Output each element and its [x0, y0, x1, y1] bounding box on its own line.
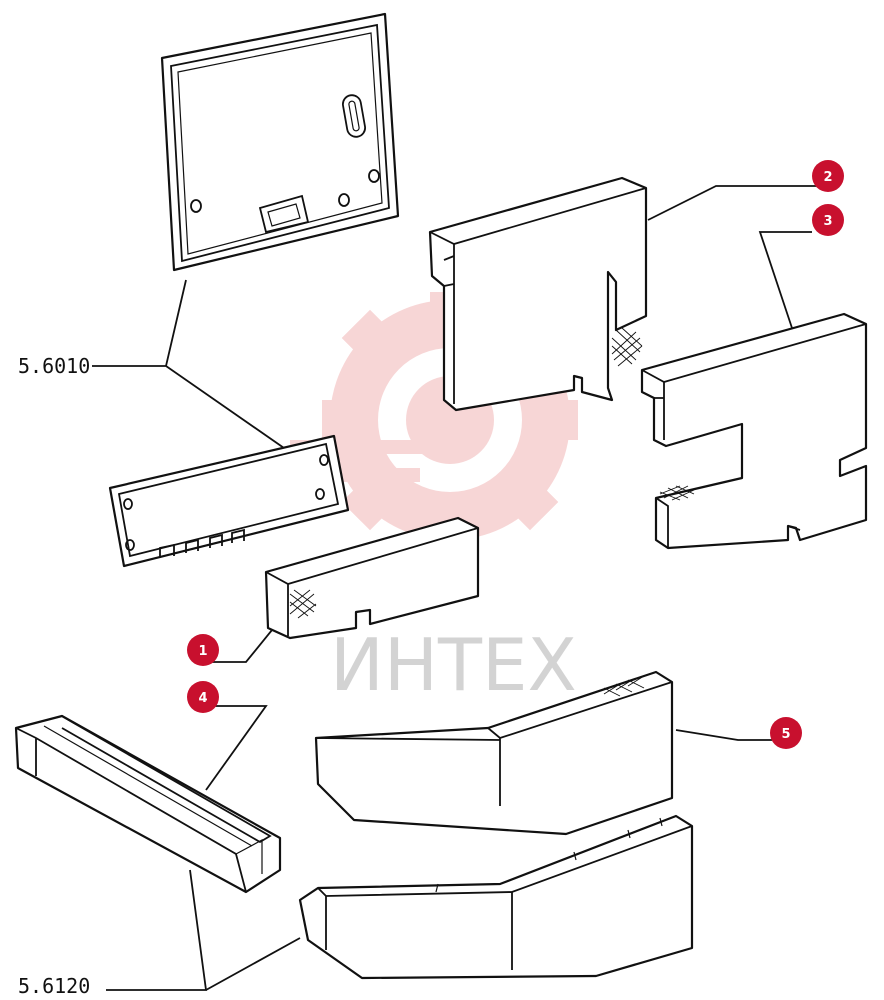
- callout-badge-4: 4: [187, 681, 219, 713]
- refractory-block-3: [640, 312, 868, 550]
- svg-text:1: 1: [198, 644, 207, 659]
- callout-badge-1: 1: [187, 634, 219, 666]
- block-1-hatching: [289, 589, 317, 619]
- refractory-block-2: [428, 176, 648, 412]
- svg-text:4: 4: [198, 691, 207, 706]
- refractory-block-1: [264, 516, 480, 640]
- deflector-plate-5: [314, 670, 674, 836]
- callout-badge-3: 3: [812, 204, 844, 236]
- svg-text:3: 3: [823, 214, 832, 229]
- block-3-hatching: [659, 485, 695, 501]
- watermark-text: ИНТЕХ: [330, 623, 577, 707]
- lower-baffle: [298, 814, 694, 980]
- front-rail-frame: [108, 434, 350, 568]
- leader-lines: [92, 185, 818, 991]
- svg-text:5: 5: [781, 727, 790, 742]
- plate-5-hatching: [603, 675, 645, 697]
- label-group-lower: 5.6120: [18, 974, 90, 998]
- label-group-upper: 5.6010: [18, 354, 90, 378]
- channel-beam-4: [14, 714, 282, 894]
- callout-badge-5: 5: [770, 717, 802, 749]
- back-panel-frame: [160, 12, 400, 272]
- callout-badge-2: 2: [812, 160, 844, 192]
- svg-text:2: 2: [823, 170, 832, 185]
- block-2-hatching: [611, 327, 643, 367]
